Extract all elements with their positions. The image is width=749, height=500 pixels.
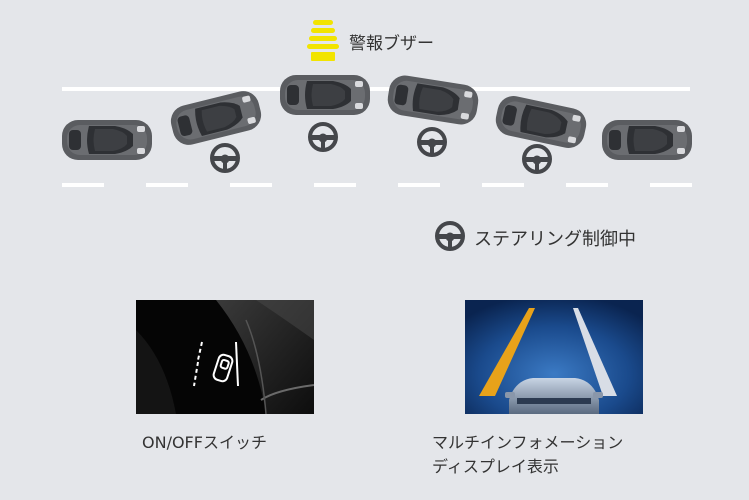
car-icon xyxy=(492,93,590,151)
steering-label: ステアリング制御中 xyxy=(474,229,636,250)
car-icon xyxy=(62,120,152,160)
steering-wheel-icon xyxy=(435,221,465,251)
buzzer-label: 警報ブザー xyxy=(349,34,434,54)
on-off-switch-caption: ON/OFFスイッチ xyxy=(142,433,267,452)
steering-wheel-icon xyxy=(417,127,447,157)
multi-info-display-caption: マルチインフォメーション ディスプレイ表示 xyxy=(432,431,623,479)
steering-wheel-icon xyxy=(308,122,338,152)
car-icon xyxy=(385,73,481,127)
car-icon xyxy=(280,75,370,115)
multi-info-display-image xyxy=(465,300,643,414)
steering-wheel-icon xyxy=(210,143,240,173)
car-icon xyxy=(167,87,265,149)
caption-line-1: マルチインフォメーション xyxy=(432,433,624,452)
buzzer-icon xyxy=(307,20,339,61)
lane-assist-switch-icon xyxy=(193,341,239,387)
car-icon xyxy=(602,120,692,160)
on-off-switch-image xyxy=(136,300,314,414)
lane-departure-diagram xyxy=(62,20,692,251)
steering-wheel-icon xyxy=(522,144,552,174)
caption-line-2: ディスプレイ表示 xyxy=(432,457,559,476)
lane-line-bottom-dashed xyxy=(62,183,692,187)
